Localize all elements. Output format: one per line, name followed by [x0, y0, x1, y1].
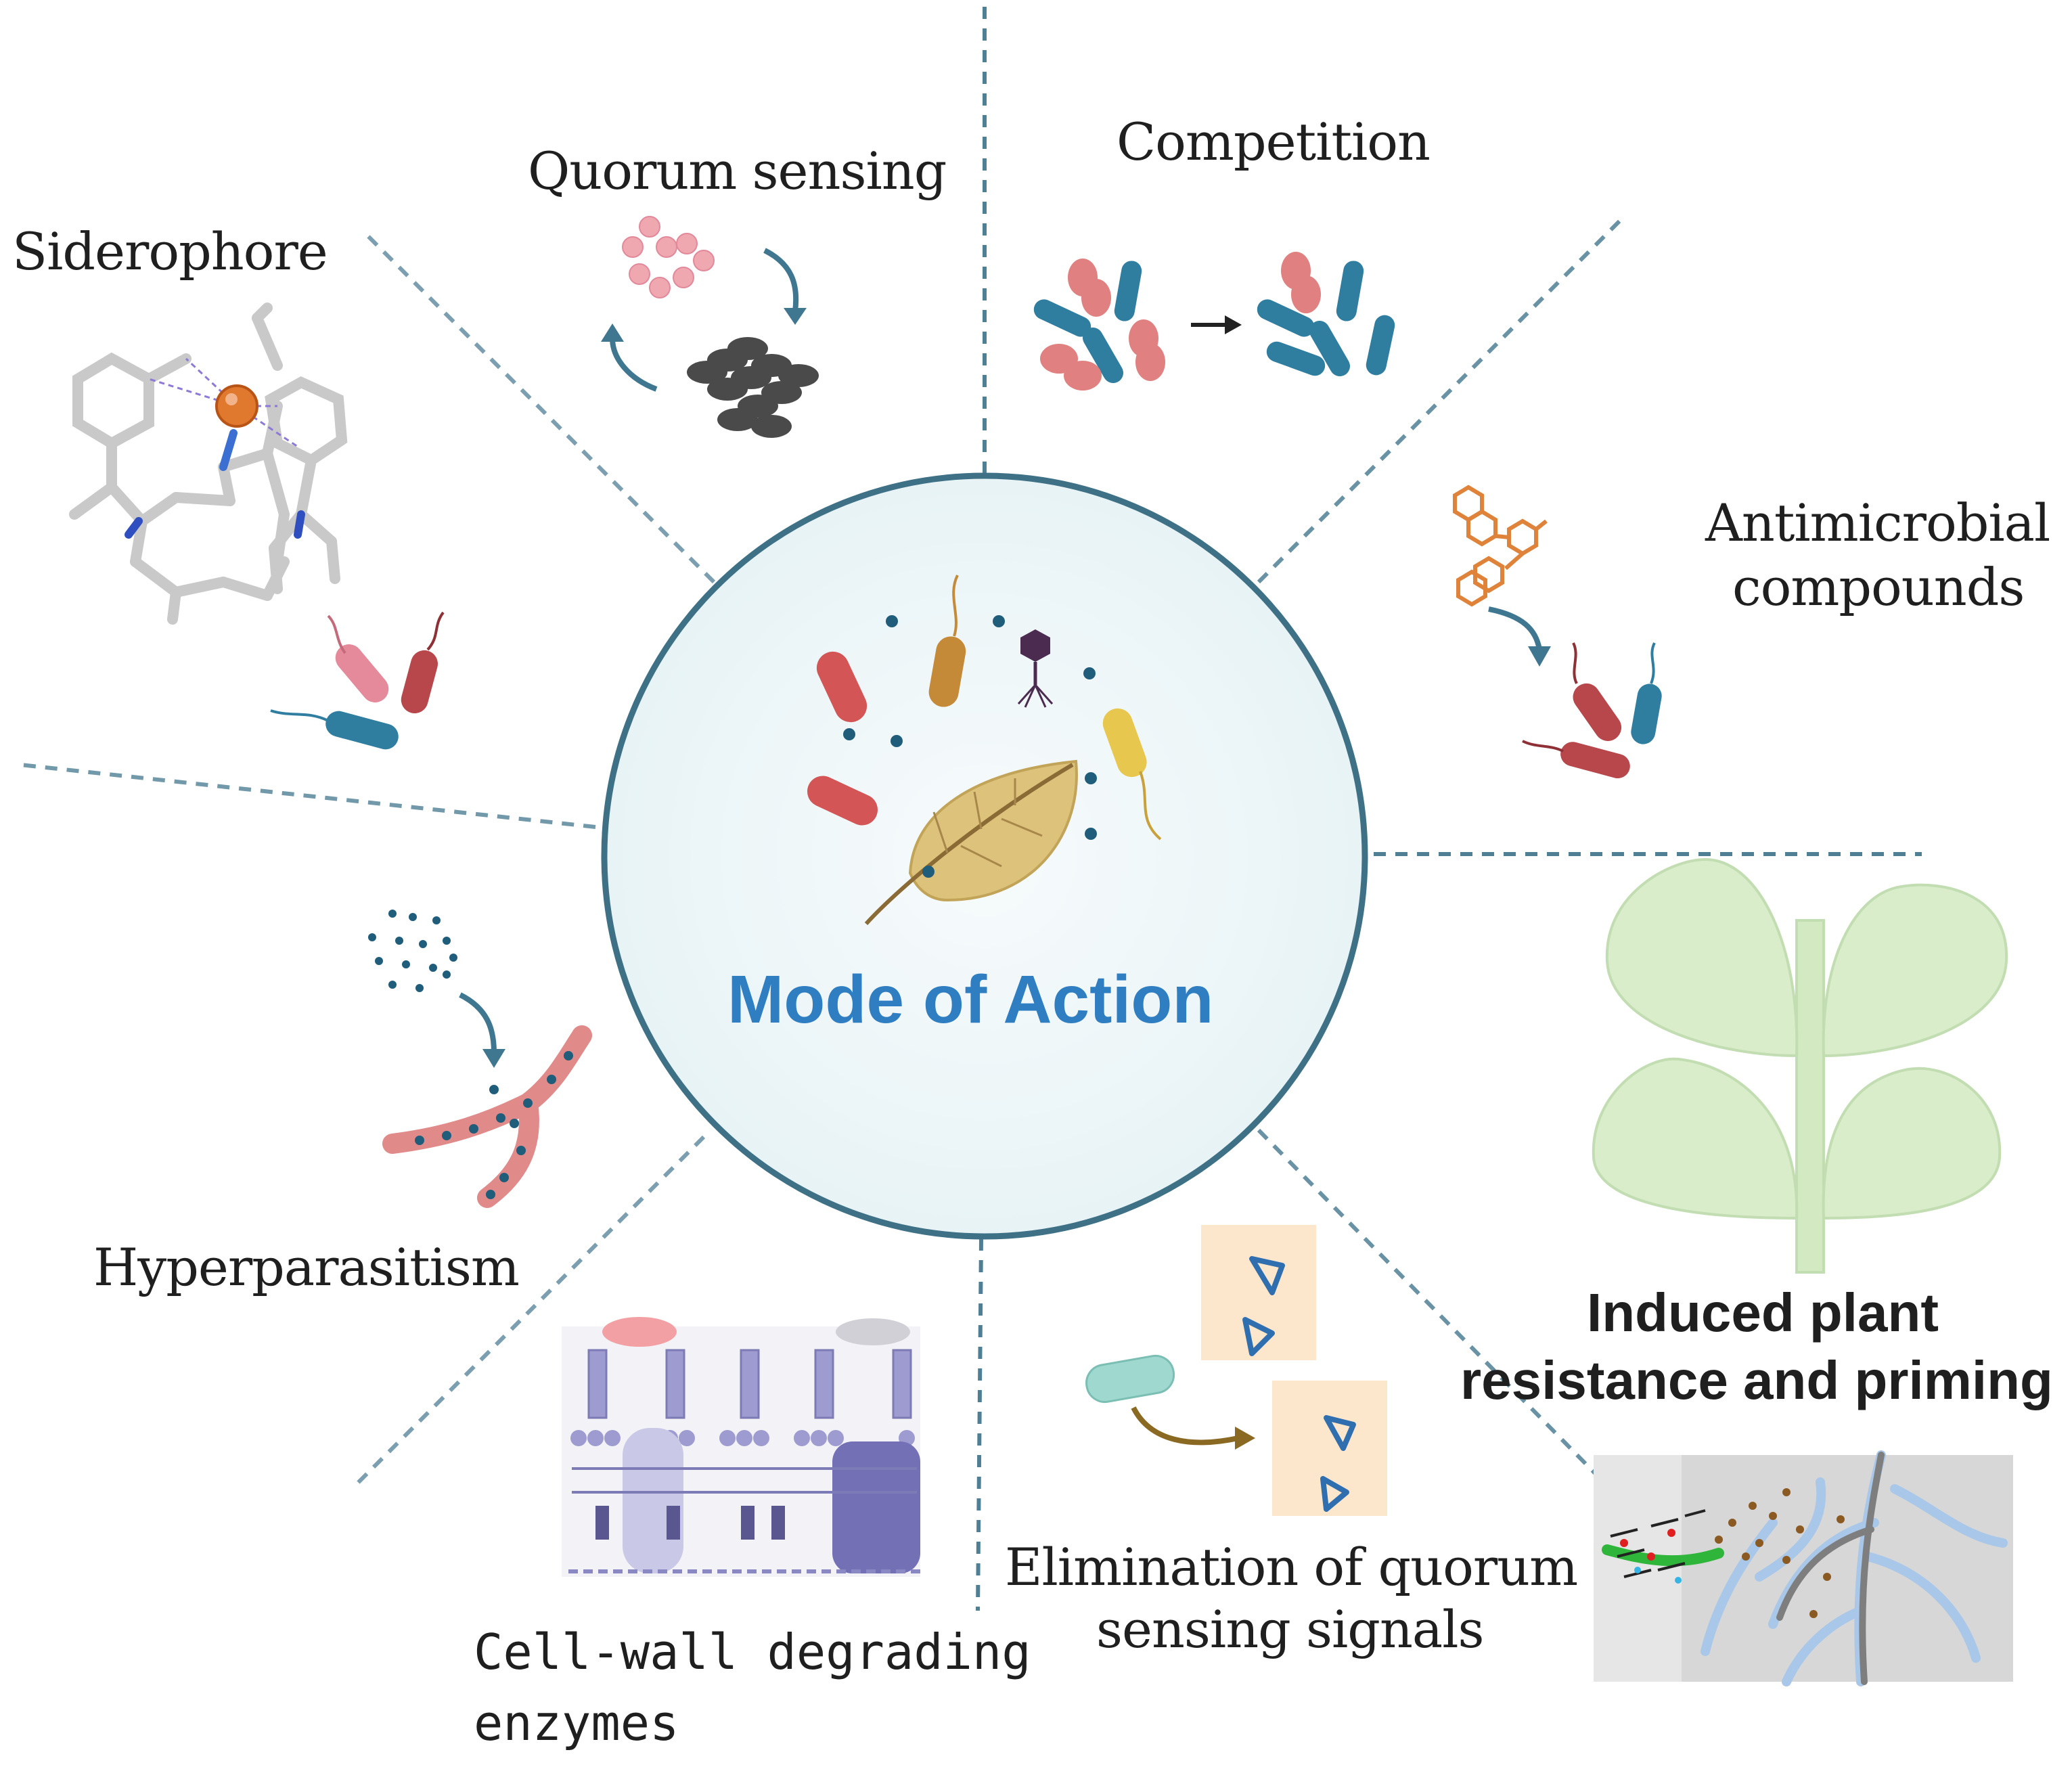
divider-top-right [1257, 215, 1626, 584]
label-induced-line1: Induced plant [1587, 1282, 1939, 1343]
iron-atom-icon [215, 384, 258, 428]
label-hyperparasitism: Hyperparasitism [93, 1237, 520, 1297]
divider-lines [20, 0, 1922, 1611]
antimicrobial-illustration [1453, 485, 1662, 779]
bacterium-red-icon [816, 651, 868, 723]
center-title: Mode of Action [727, 962, 1214, 1037]
divider-top-left [363, 231, 716, 584]
divider-bottom-left [350, 1135, 706, 1491]
divider-bottom [976, 1238, 983, 1611]
label-antimicrobial-line1: Antimicrobial [1705, 493, 2050, 553]
label-elimination-line2: sensing signals [1096, 1599, 1485, 1659]
label-quorum-sensing: Quorum sensing [528, 141, 947, 201]
competition-illustration [1033, 252, 1395, 390]
bacterium-yellow-icon [1102, 708, 1147, 778]
elimination-illustration [1085, 1225, 1387, 1516]
divider-left [20, 763, 596, 829]
label-cellwall-line2: enzymes [474, 1695, 679, 1751]
label-antimicrobial-line2: compounds [1732, 557, 2025, 617]
siderophore-bacteria [270, 611, 445, 750]
siderophore-details [125, 357, 305, 539]
root-panel [1594, 1450, 2013, 1686]
bacterium-teal-icon [1085, 1354, 1175, 1404]
phage-icon [1020, 629, 1050, 662]
siderophore-molecule [69, 303, 348, 625]
hyperparasitism-illustration [368, 910, 592, 1208]
center-illustration [807, 575, 1162, 926]
bacterium-orange-icon [928, 636, 966, 707]
label-induced-line2: resistance and priming [1460, 1350, 2053, 1410]
bacterium-red2-icon [807, 776, 878, 826]
cell-wall-panel [562, 1317, 920, 1577]
leaf-icon [908, 759, 1078, 902]
label-siderophore: Siderophore [12, 221, 328, 282]
label-cellwall-line1: Cell-wall degrading [474, 1624, 1031, 1680]
divider-bottom-right [1257, 1128, 1599, 1477]
label-elimination-line1: Elimination of quorum [1005, 1537, 1578, 1597]
label-competition: Competition [1117, 112, 1431, 172]
quorum-sensing-illustration [601, 216, 819, 438]
plant-illustration [1592, 857, 2008, 1274]
